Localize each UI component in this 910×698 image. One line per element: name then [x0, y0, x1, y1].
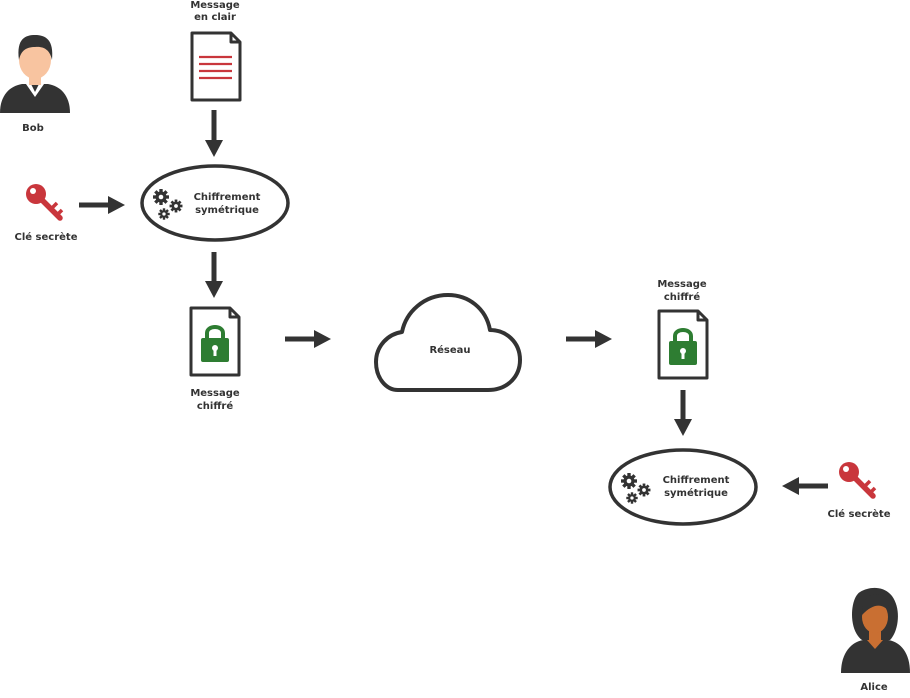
bob-label: Bob: [22, 123, 44, 134]
locked-document-icon: [189, 306, 241, 377]
decryption-label-line1: Chiffrement: [663, 475, 730, 486]
arrow-ciphertext-to-network: [285, 330, 331, 348]
decryption-node: Chiffrement symétrique: [608, 448, 758, 526]
encryption-node: Chiffrement symétrique: [140, 164, 290, 242]
arrow-network-to-received: [566, 330, 612, 348]
encryption-label-line1: Chiffrement: [194, 192, 261, 203]
plaintext-label-line2: en clair: [194, 12, 236, 23]
bob-key-label: Clé secrète: [15, 231, 78, 243]
network-label: Réseau: [429, 344, 470, 356]
cipher-received-label-line1: Message: [657, 279, 707, 290]
cipher-sent-label-line2: chiffré: [197, 400, 234, 412]
encryption-label-line2: symétrique: [195, 204, 259, 216]
arrow-encryption-to-ciphertext: [205, 252, 223, 298]
alice-label: Alice: [860, 682, 888, 693]
cloud-icon: [374, 293, 522, 392]
bob-avatar-icon: [0, 35, 70, 113]
arrow-received-to-decryption: [674, 390, 692, 436]
plaintext-label-line1: Message: [190, 0, 240, 11]
alice-avatar-icon: [841, 587, 910, 673]
cipher-received-label-line2: chiffré: [664, 291, 701, 303]
arrow-key-to-decryption: [782, 477, 828, 495]
key-icon: [839, 462, 877, 499]
cipher-sent-label-line1: Message: [190, 388, 240, 399]
locked-document-icon: [657, 309, 709, 380]
document-icon: [190, 31, 242, 102]
alice-key-label: Clé secrète: [828, 508, 891, 520]
decryption-label-line2: symétrique: [664, 487, 728, 499]
arrow-key-to-encryption: [79, 196, 125, 214]
key-icon: [26, 184, 64, 221]
arrow-plaintext-to-encryption: [205, 110, 223, 157]
